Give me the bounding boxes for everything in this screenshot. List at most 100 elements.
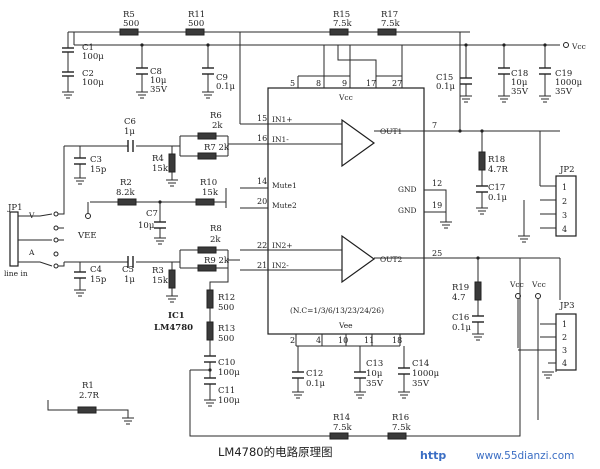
r3-value: 15k [152,276,169,286]
resistor-r14 [329,432,349,440]
r2-label: R2 [120,178,132,188]
c19-voltage: 35V [555,87,573,97]
resistor-r12 [206,289,214,309]
resistor-r5 [119,28,139,36]
in2n-label: IN2- [272,261,289,270]
c16-value: 0.1μ [452,323,472,333]
svg-text:3: 3 [562,346,567,355]
r12-label: R12 [218,293,235,303]
r18-label: R18 [488,155,505,165]
c4-label: C4 [90,265,102,275]
svg-text:4: 4 [562,225,567,234]
svg-text:3: 3 [562,211,567,220]
pin-4: 4 [316,336,321,345]
c18-voltage: 35V [511,87,529,97]
vcc2-label: Vcc [509,280,524,289]
r19-value: 4.7 [452,293,466,303]
vee-label: VEE [77,231,97,241]
r13-label: R13 [218,324,235,334]
ic-part-number: LM4780 [154,323,193,333]
ic-vcc-label: Vcc [338,93,353,102]
resistor-r4 [168,153,176,173]
svg-text:2: 2 [562,197,567,206]
r16-value: 7.5k [392,423,412,433]
amp-1-triangle [341,118,376,168]
resistor-r6 [197,132,217,140]
r10-label: R10 [200,178,217,188]
amp-2-triangle [341,234,376,284]
pin-12: 12 [432,179,442,188]
vee2-label: Vcc [531,280,546,289]
pin-7: 7 [432,121,437,130]
r17-value: 7.5k [381,19,401,29]
gnd-label-1: GND [398,185,417,194]
c2-label: C2 [82,69,94,79]
r1-label: R1 [82,381,94,391]
c18-value: 10μ [511,78,528,88]
pin-16: 16 [257,134,267,143]
r7-label: R7 2k [204,143,230,153]
r9-label: R9 2k [204,256,230,266]
r13-value: 500 [218,334,234,344]
svg-text:1: 1 [562,320,567,329]
pin-22: 22 [257,241,267,250]
cap-c2 [62,71,74,77]
resistor-r11 [185,28,205,36]
r6-value: 2k [212,121,223,131]
c17-label: C17 [488,183,505,193]
pin-5: 5 [290,79,295,88]
c15-value: 0.1μ [436,82,456,92]
r16-label: R16 [392,413,409,423]
ic-vee-label: Vee [338,321,353,330]
c19-value: 1000μ [555,78,583,88]
r11-label: R11 [188,10,205,20]
resistor-r17 [377,28,397,36]
jp2-label: JP2 [559,165,575,175]
mute1-label: Mute1 [272,181,297,190]
r1-value: 2.7R [79,391,100,401]
pin-10: 10 [338,336,348,345]
gnd-label-2: GND [398,206,417,215]
c10-label: C10 [218,358,235,368]
watermark-site: www.55dianzi.com [476,450,574,462]
c1-value: 100μ [82,52,104,62]
c16-label: C16 [452,313,469,323]
resistor-r9 [197,264,217,272]
c8-value: 10μ [150,76,167,86]
resistor-r18 [478,151,486,171]
jp1-sublabel: line in [4,269,28,278]
in2p-label: IN2+ [272,241,293,250]
ic-designator: IC1 [168,311,185,321]
ic-nc-label: (N.C=1/3/6/13/23/24/26) [290,306,384,315]
gnd-c2 [62,91,74,99]
in1n-label: IN1- [272,135,289,144]
out2-label: OUT2 [380,255,402,264]
resistor-r15 [329,28,349,36]
jp1-label: JP1 [7,203,23,213]
c12-value: 0.1μ [306,379,326,389]
resistor-r16 [387,432,407,440]
c18-label: C18 [511,69,528,79]
c17-value: 0.1μ [488,193,508,203]
r3-label: R3 [152,266,164,276]
resistor-r3 [168,269,176,289]
c3-value: 15p [90,165,107,175]
r19-label: R19 [452,283,469,293]
c8-label: C8 [150,67,162,77]
vee-terminal-2 [535,293,541,299]
r10-value: 15k [202,188,219,198]
c14-voltage: 35V [412,379,430,389]
pin-15: 15 [257,114,267,123]
pin-8: 8 [316,79,321,88]
c11-value: 100μ [218,396,240,406]
resistor-r2 [117,198,137,206]
pin-9: 9 [342,79,347,88]
pin-2: 2 [290,336,295,345]
c13-value: 10μ [366,369,383,379]
diagram-title: LM4780的电路原理图 [218,445,333,459]
c13-label: C13 [366,359,383,369]
pin-17: 17 [366,79,376,88]
c9-label: C9 [216,73,228,83]
svg-text:2: 2 [562,333,567,342]
r8-value: 2k [210,235,221,245]
